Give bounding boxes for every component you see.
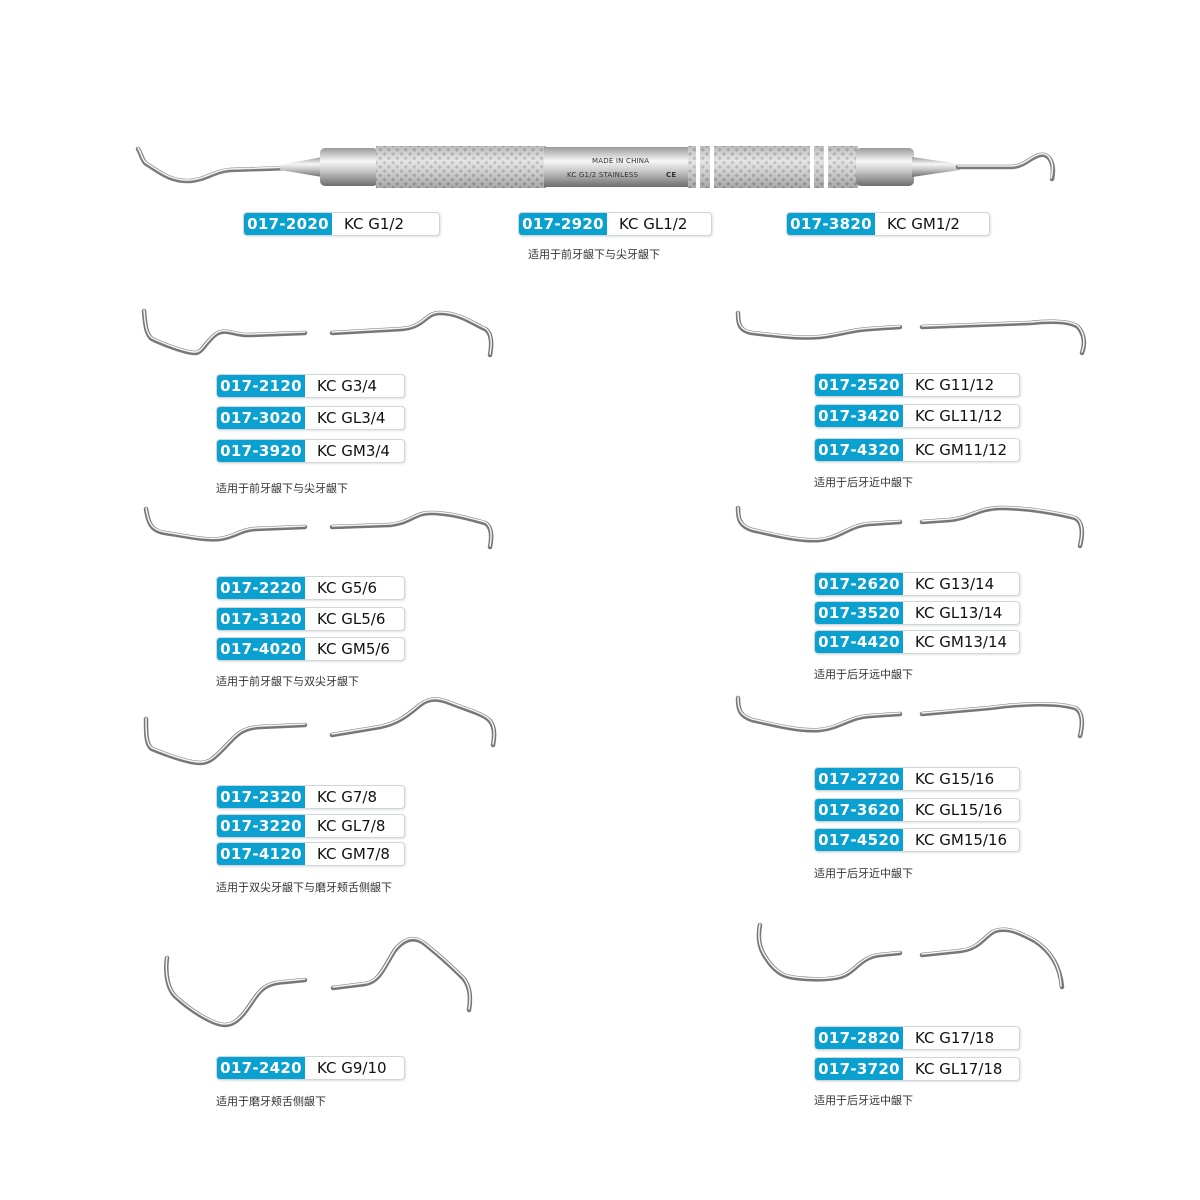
- usage-note: 适用于后牙近中龈下: [814, 867, 913, 880]
- product-tag: 017-2620 KC G13/14: [814, 572, 1020, 596]
- product-code: 017-3420: [815, 405, 903, 427]
- product-code: 017-3820: [787, 213, 875, 235]
- product-tag: 017-3620 KC GL15/16: [814, 798, 1020, 822]
- usage-note: 适用于前牙龈下与双尖牙龈下: [216, 675, 359, 688]
- product-tag: 017-2120 KC G3/4: [216, 374, 405, 398]
- product-tag: 017-4020 KC GM5/6: [216, 637, 405, 661]
- product-code: 017-4020: [217, 638, 305, 660]
- product-model: KC GM15/16: [915, 831, 1008, 849]
- product-tag: 017-3520 KC GL13/14: [814, 601, 1020, 625]
- instrument-tips-image: [143, 697, 497, 766]
- product-model: KC GL3/4: [317, 409, 386, 427]
- product-code: 017-4120: [217, 843, 305, 865]
- product-model: KC GM11/12: [915, 441, 1008, 459]
- product-code: 017-3520: [815, 602, 903, 624]
- product-model: KC G13/14: [915, 575, 995, 593]
- product-model: KC GL13/14: [915, 604, 1003, 622]
- product-tag: 017-3020 KC GL3/4: [216, 406, 405, 430]
- product-model: KC GL7/8: [317, 817, 386, 835]
- product-model: KC GM5/6: [317, 640, 390, 658]
- product-model: KC G5/6: [317, 579, 378, 597]
- product-code: 017-2320: [217, 786, 305, 808]
- usage-note: 适用于前牙龈下与尖牙龈下: [528, 248, 660, 261]
- product-tag: 017-3720 KC GL17/18: [814, 1057, 1020, 1081]
- instrument-tips-image: [141, 308, 494, 358]
- product-tag: 017-2220 KC G5/6: [216, 576, 405, 600]
- product-code: 017-2920: [519, 213, 607, 235]
- product-code: 017-2020: [244, 213, 332, 235]
- product-code: 017-2720: [815, 768, 903, 790]
- product-code: 017-4520: [815, 829, 903, 851]
- product-model: KC GL5/6: [317, 610, 386, 628]
- product-tag: 017-4120 KC GM7/8: [216, 842, 405, 866]
- product-tag: 017-4320 KC GM11/12: [814, 438, 1020, 462]
- product-tag: 017-2920 KC GL1/2: [518, 212, 712, 236]
- usage-note: 适用于后牙远中龈下: [814, 668, 913, 681]
- product-code: 017-2220: [217, 577, 305, 599]
- ce-mark: CE: [666, 171, 677, 179]
- product-tag: 017-2720 KC G15/16: [814, 767, 1020, 791]
- product-tag: 017-3920 KC GM3/4: [216, 439, 405, 463]
- product-model: KC GL11/12: [915, 407, 1003, 425]
- product-model: KC GL1/2: [619, 215, 688, 233]
- product-tag: 017-2420 KC G9/10: [216, 1056, 405, 1080]
- product-model: KC G17/18: [915, 1029, 995, 1047]
- product-model: KC GL17/18: [915, 1060, 1003, 1078]
- product-tag: 017-3220 KC GL7/8: [216, 814, 405, 838]
- product-model: KC G3/4: [317, 377, 378, 395]
- product-tag: 017-3420 KC GL11/12: [814, 404, 1020, 428]
- product-code: 017-2120: [217, 375, 305, 397]
- product-model: KC GM1/2: [887, 215, 960, 233]
- instrument-tips-image: [735, 310, 1087, 356]
- usage-note: 适用于前牙龈下与尖牙龈下: [216, 482, 348, 495]
- product-tag: 017-3820 KC GM1/2: [786, 212, 990, 236]
- product-model: KC G11/12: [915, 376, 995, 394]
- product-code: 017-4420: [815, 631, 903, 653]
- product-model: KC GM3/4: [317, 442, 390, 460]
- usage-note: 适用于双尖牙龈下与磨牙颊舌侧龈下: [216, 881, 392, 894]
- instrument-tips-image: [756, 922, 1065, 990]
- product-code: 017-2620: [815, 573, 903, 595]
- usage-note: 适用于后牙近中龈下: [814, 476, 913, 489]
- product-code: 017-2420: [217, 1057, 305, 1079]
- product-code: 017-4320: [815, 439, 903, 461]
- product-tag: 017-2820 KC G17/18: [814, 1026, 1020, 1050]
- product-code: 017-2820: [815, 1027, 903, 1049]
- product-code: 017-3920: [217, 440, 305, 462]
- product-code: 017-3620: [815, 799, 903, 821]
- full-instrument-image: [135, 146, 1056, 188]
- instrument-tips-image: [164, 936, 473, 1028]
- handle-engraving-line1: MADE IN CHINA: [592, 157, 650, 165]
- product-tag: 017-2020 KC G1/2: [243, 212, 440, 236]
- product-model: KC G1/2: [344, 215, 405, 233]
- handle-engraving-line2: KC G1/2 STAINLESS: [567, 171, 639, 179]
- usage-note: 适用于磨牙颊舌侧龈下: [216, 1095, 326, 1108]
- product-tag: 017-2520 KC G11/12: [814, 373, 1020, 397]
- usage-note: 适用于后牙远中龈下: [814, 1094, 913, 1107]
- product-code: 017-3220: [217, 815, 305, 837]
- product-tag: 017-4420 KC GM13/14: [814, 630, 1020, 654]
- instrument-tips-image: [735, 695, 1085, 739]
- product-tag: 017-4520 KC GM15/16: [814, 828, 1020, 852]
- product-code: 017-3020: [217, 407, 305, 429]
- product-code: 017-3120: [217, 608, 305, 630]
- product-tag: 017-3120 KC GL5/6: [216, 607, 405, 631]
- product-code: 017-3720: [815, 1058, 903, 1080]
- instrument-tips-image: [735, 505, 1085, 549]
- instrument-tips-image: [143, 506, 494, 550]
- product-code: 017-2520: [815, 374, 903, 396]
- product-model: KC GL15/16: [915, 801, 1003, 819]
- product-model: KC GM7/8: [317, 845, 390, 863]
- product-model: KC GM13/14: [915, 633, 1008, 651]
- product-tag: 017-2320 KC G7/8: [216, 785, 405, 809]
- product-model: KC G15/16: [915, 770, 995, 788]
- product-model: KC G7/8: [317, 788, 378, 806]
- product-model: KC G9/10: [317, 1059, 387, 1077]
